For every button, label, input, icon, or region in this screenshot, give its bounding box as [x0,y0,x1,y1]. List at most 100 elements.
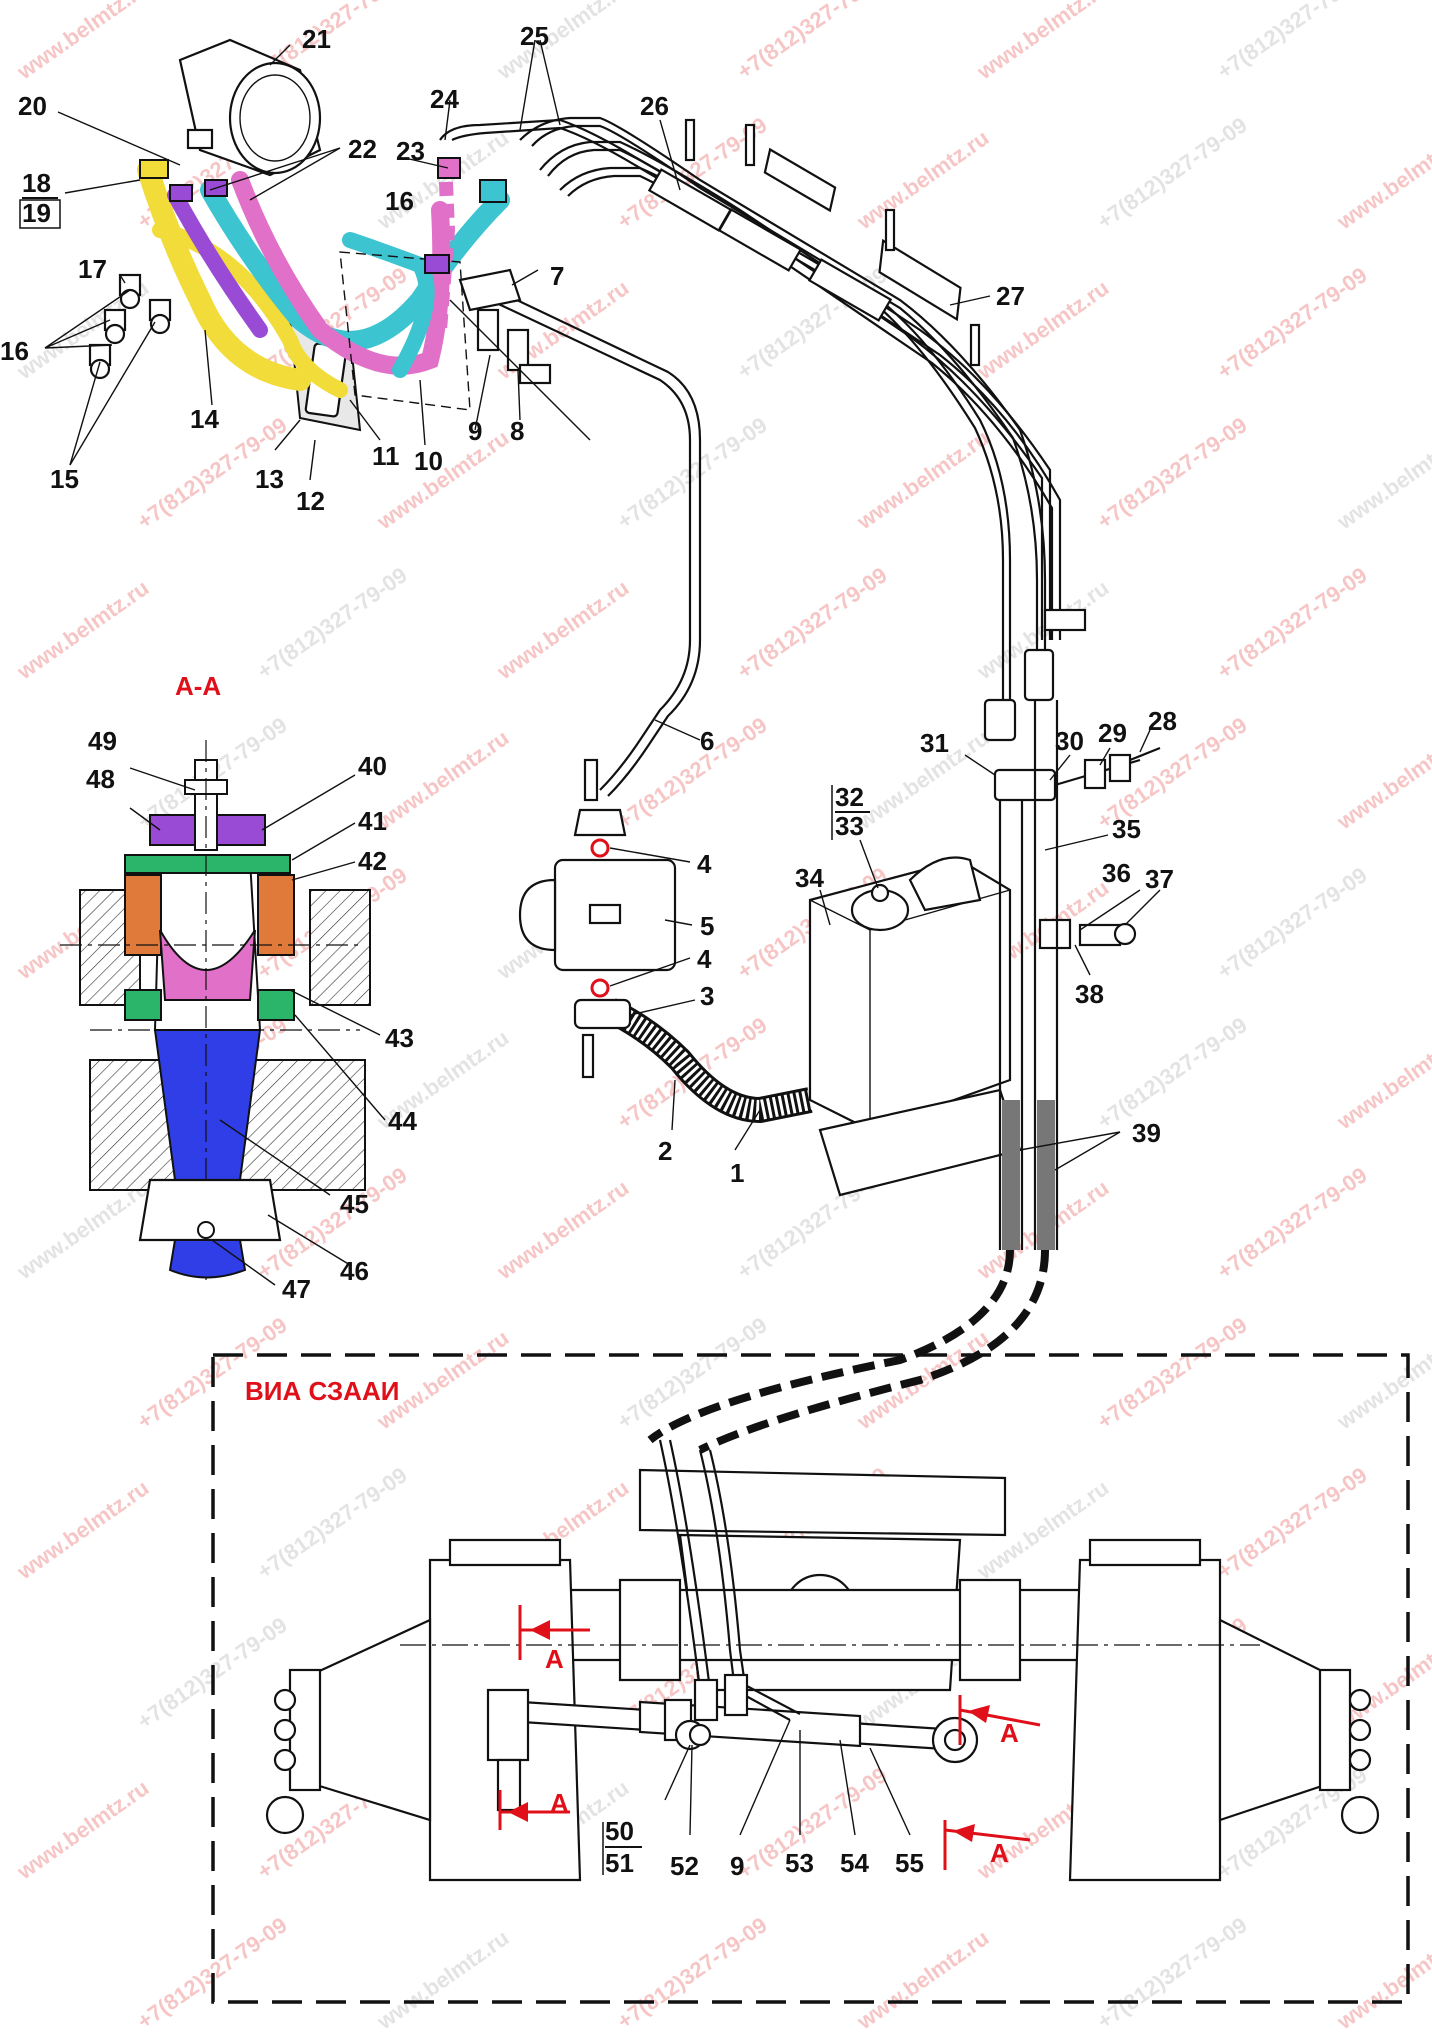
watermark-text: +7(812)327-79-09 [613,712,772,834]
callout-24: 24 [430,84,459,114]
callout-38: 38 [1075,979,1104,1009]
watermark-text: www.belmtz.ru [852,125,994,235]
watermark-text: +7(812)327-79-09 [253,1462,412,1584]
front-axle-title: ВИА СЗААИ [245,1376,399,1406]
callout-11: 11 [372,441,400,471]
callout-3: 3 [700,981,714,1011]
callout-4-lower: 4 [697,944,712,974]
watermark-text: www.belmtz.ru [1332,125,1432,235]
callout-8: 8 [510,416,524,446]
section-marker-a4: A [990,1838,1009,1868]
leader-lines [44,39,1161,1836]
hydraulic-pump [518,758,677,998]
callout-9-bottom: 9 [730,1851,744,1881]
callout-35: 35 [1112,814,1141,844]
callout-13: 13 [255,464,284,494]
callout-40: 40 [358,751,387,781]
clamp-7-9 [458,268,552,385]
callout-17: 17 [78,254,107,284]
watermark-text: www.belmtz.ru [1332,425,1432,535]
callout-49: 49 [88,726,117,756]
watermark-text: www.belmtz.ru [372,725,514,835]
watermark-text: +7(812)327-79-09 [1213,0,1372,84]
watermark-text: www.belmtz.ru [492,0,634,85]
callout-22: 22 [348,134,377,164]
callout-52: 52 [670,1851,699,1881]
callout-4-upper: 4 [697,849,712,879]
watermark-text: +7(812)327-79-09 [733,562,892,684]
callout-27: 27 [996,281,1025,311]
watermark-text: www.belmtz.ru [1332,725,1432,835]
watermark-text: www.belmtz.ru [852,1925,994,2035]
front-axle-frame [211,1353,1410,2004]
callout-55: 55 [895,1848,924,1878]
callout-16-left: 16 [0,336,29,366]
callout-14: 14 [190,404,219,434]
watermark-text: www.belmtz.ru [12,1175,154,1285]
callout-48: 48 [86,764,115,794]
callout-39: 39 [1132,1118,1161,1148]
callout-28: 28 [1148,706,1177,736]
callout-46: 46 [340,1256,369,1286]
bolt-set-15-16 [88,128,214,380]
watermark-text: www.belmtz.ru [492,1175,634,1285]
callout-19: 19 [22,198,51,228]
control-valve-cluster [88,38,510,432]
watermark-text: +7(812)327-79-09 [1213,862,1372,984]
suction-hose [573,998,813,1124]
callouts: 21 20 18 19 17 16 15 14 13 12 11 10 22 1… [0,21,1177,1881]
watermark-text: +7(812)327-79-09 [1093,1012,1252,1134]
callout-32: 32 [835,782,864,812]
watermark-text: +7(812)327-79-09 [613,412,772,534]
callout-9-top: 9 [468,416,482,446]
watermark-text: +7(812)327-79-09 [613,1312,772,1434]
tee-fittings [983,608,1161,950]
callout-45: 45 [340,1189,369,1219]
callout-25: 25 [520,21,549,51]
callout-42: 42 [358,846,387,876]
callout-54: 54 [840,1848,869,1878]
section-marker-a2: A [1000,1718,1019,1748]
cyan-hose-b [342,232,435,378]
callout-12: 12 [296,486,325,516]
callout-33: 33 [835,811,864,841]
callout-6: 6 [700,726,714,756]
watermark-text: www.belmtz.ru [372,1925,514,2035]
watermark-text: www.belmtz.ru [852,1325,994,1435]
section-marker-a1: A [545,1644,564,1674]
section-marker-a3: A [550,1788,569,1818]
callout-47: 47 [282,1274,311,1304]
high-pressure-hoses-39 [647,700,1059,1454]
watermark-text: www.belmtz.ru [852,425,994,535]
watermark-text: +7(812)327-79-09 [1093,1312,1252,1434]
violet-hose [167,187,268,338]
callout-41: 41 [358,806,387,836]
cyan-hose [200,180,510,351]
watermark-text: www.belmtz.ru [1332,1325,1432,1435]
yellow-hose [137,159,311,391]
watermark-text: +7(812)327-79-09 [1213,1462,1372,1584]
watermark-text: www.belmtz.ru [12,1775,154,1885]
callout-18: 18 [22,168,51,198]
callout-16-top: 16 [385,186,414,216]
callout-31: 31 [920,728,949,758]
section-arrows [498,1605,1041,1870]
callout-50: 50 [605,1816,634,1846]
watermark-text: +7(812)327-79-09 [733,0,892,84]
callout-30: 30 [1055,726,1084,756]
watermark-text: +7(812)327-79-09 [1093,412,1252,534]
steering-control-unit [178,38,322,177]
callout-15: 15 [50,464,79,494]
watermark-text: www.belmtz.ru [972,275,1114,385]
callout-21: 21 [302,24,331,54]
callout-26: 26 [640,91,669,121]
callout-23: 23 [396,136,425,166]
callout-53: 53 [785,1848,814,1878]
watermark-text: +7(812)327-79-09 [613,1912,772,2034]
watermark-text: +7(812)327-79-09 [1213,262,1372,384]
watermark-text: +7(812)327-79-09 [1213,1162,1372,1284]
hose-outline [339,251,471,411]
callout-34: 34 [795,863,824,893]
oil-tank [808,856,1022,1197]
